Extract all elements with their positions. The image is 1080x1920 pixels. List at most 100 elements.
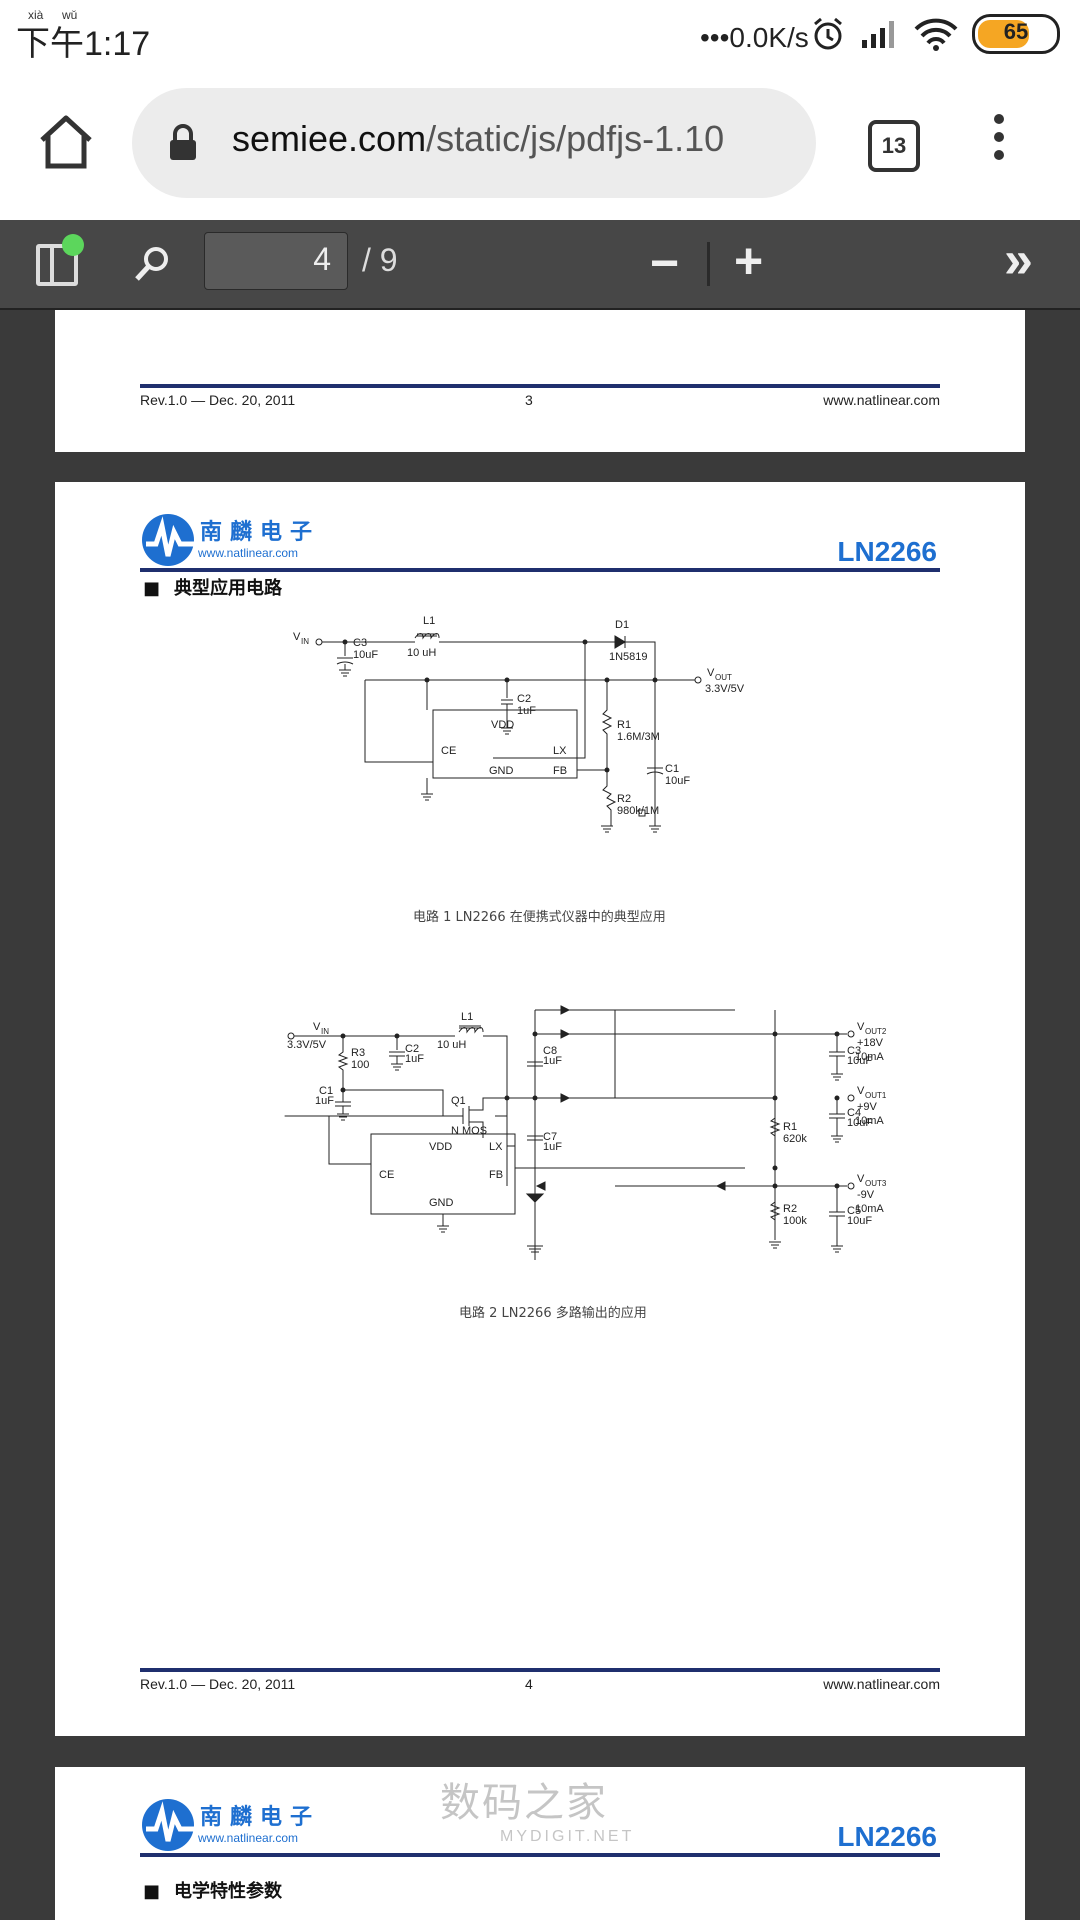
c2-l1-label: L1 [461,1011,473,1023]
c2-vout3-voltage: -9V [857,1189,875,1201]
footer-rule [140,1668,940,1672]
alarm-icon [814,17,842,50]
c2-r2-label: R2 [783,1203,797,1215]
zoom-out-button[interactable]: − [650,235,680,291]
pdf-toolbar: 4 / 9 − + » [0,220,1080,310]
c2-c3-value: 10uF [847,1055,872,1067]
clock: 下午1:17 [16,25,151,63]
c2-r1-label: R1 [783,1121,797,1133]
tab-count-button[interactable]: 13 [868,120,920,172]
c2-pin-gnd: GND [429,1197,454,1209]
c2-c8-value: 1uF [543,1055,562,1067]
c2-vout1-current: 10mA [855,1115,884,1127]
url-path: /static/js/pdfjs-1.10 [426,118,725,159]
zoom-in-button[interactable]: + [734,233,764,289]
pdf-page-3: Rev.1.0 — Dec. 20, 2011 3 www.natlinear.… [55,310,1025,452]
c2-c2-label: C2 [405,1043,419,1055]
lock-icon [170,124,196,160]
more-menu-icon[interactable] [994,114,1006,168]
page-number-input[interactable]: 4 [204,232,348,290]
c2-r2-value: 100k [783,1215,807,1227]
c1-c2-value: 1uF [517,705,536,717]
c2-c8-label: C8 [543,1045,557,1057]
c2-c5-label: C5 [847,1205,861,1217]
footer-rule [140,384,940,388]
c1-pin-ce: CE [441,745,456,757]
page-count: / 9 [362,242,398,278]
c1-vout-label: V [707,667,715,679]
c2-r3-value: 100 [351,1059,369,1071]
circuit-2-caption: 电路 2 LN2266 多路输出的应用 [459,1306,647,1321]
search-icon[interactable] [132,244,172,284]
c2-vin-sub: IN [321,1027,329,1036]
c2-c4-label: C4 [847,1107,861,1119]
home-icon[interactable] [36,112,96,172]
c1-vout-sub: OUT [715,673,732,682]
natlinear-logo-icon [142,1799,198,1851]
notification-dot [62,234,84,256]
c2-c1-label: C1 [319,1085,333,1097]
c2-vout1-voltage: +9V [857,1101,878,1113]
c2-vout2-label: V [857,1021,865,1033]
c2-l1-value: 10 uH [437,1039,466,1051]
header-rule [140,568,940,572]
c2-nmos-label: N MOS [451,1125,487,1137]
c1-vin-label: V [293,631,301,643]
c1-pin-vdd: VDD [491,719,514,731]
c2-c5-value: 10uF [847,1215,872,1227]
c2-c4-value: 10uF [847,1117,872,1129]
c1-r1-value: 1.6M/3M [617,731,660,743]
c2-pin-lx: LX [489,1141,503,1153]
c2-vout1-sub: OUT1 [865,1091,887,1100]
sidebar-toggle-icon[interactable] [36,244,78,286]
c2-vin-label: V [313,1021,321,1033]
c2-vin-value: 3.3V/5V [287,1039,327,1051]
ruby-wu: wǔ [62,8,78,22]
footer-website: www.natlinear.com [823,1676,940,1692]
header-rule [140,1853,940,1857]
c2-c2-value: 1uF [405,1053,424,1065]
c1-pin-fb: FB [553,765,567,777]
logo-name: 南麟电子 [200,1805,321,1830]
c1-c2-label: C2 [517,693,531,705]
section-title: 典型应用电路 [143,574,282,600]
c1-pin-gnd: GND [489,765,514,777]
part-number: LN2266 [837,536,937,567]
section-title: 电学特性参数 [143,1877,282,1903]
c1-l1-value: 10 uH [407,647,436,659]
watermark: 数码之家 MYDIGIT.NET [440,1770,634,1846]
company-logo: 南麟电子 www.natlinear.com [140,512,340,572]
part-number: LN2266 [837,1821,937,1852]
c2-pin-fb: FB [489,1169,503,1181]
c1-vout-value: 3.3V/5V [705,683,745,695]
more-tools-icon[interactable]: » [1004,231,1033,289]
c1-r2-label: R2 [617,793,631,805]
c2-c3-label: C3 [847,1045,861,1057]
c2-vout3-sub: OUT3 [865,1179,887,1188]
c2-pin-ce: CE [379,1169,394,1181]
url-field[interactable]: semiee.com/static/js/pdfjs-1.10 [132,88,816,198]
footer-revision: Rev.1.0 — Dec. 20, 2011 [140,392,296,408]
c1-c3-value: 10uF [353,649,378,661]
c1-r1-label: R1 [617,719,631,731]
natlinear-logo-icon [142,514,198,566]
footer-page-number: 4 [525,1676,533,1692]
c2-c7-value: 1uF [543,1141,562,1153]
c2-c7-label: C7 [543,1131,557,1143]
logo-url: www.natlinear.com [198,1831,299,1845]
c1-c3-label: C3 [353,637,367,649]
c2-vout3-current: 10mA [855,1203,884,1215]
c1-d1-label: D1 [615,619,629,631]
c2-vout1-label: V [857,1085,865,1097]
ruby-xia: xià [28,8,44,22]
footer-revision: Rev.1.0 — Dec. 20, 2011 [140,1676,296,1692]
c1-c1-label: C1 [665,763,679,775]
c1-d1-value: 1N5819 [609,651,648,663]
status-bar: xià wǔ 下午1:17 •••0.0K/s 65 [0,0,1080,80]
circuit-1-caption: 电路 1 LN2266 在便携式仪器中的典型应用 [413,910,666,925]
battery-level: 65 [1003,19,1029,44]
c2-r1-value: 620k [783,1133,807,1145]
c1-pin-lx: LX [553,745,567,757]
